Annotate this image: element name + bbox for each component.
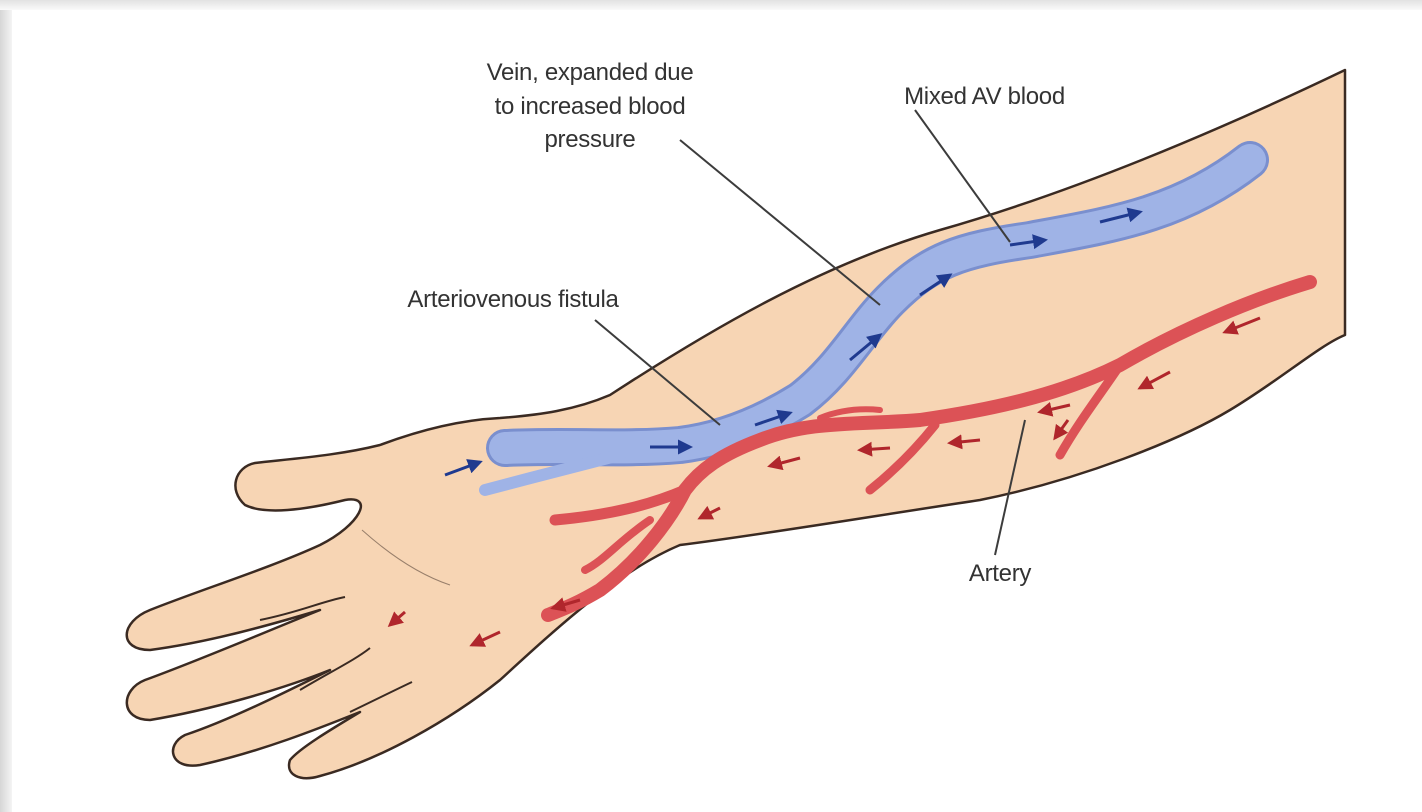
label-artery: Artery bbox=[950, 557, 1050, 591]
label-mixed-av-blood: Mixed AV blood bbox=[862, 80, 1107, 114]
label-arteriovenous-fistula: Arteriovenous fistula bbox=[358, 283, 668, 317]
leader-line-vein bbox=[680, 140, 880, 305]
label-expanded-vein: Vein, expanded due to increased blood pr… bbox=[440, 56, 740, 157]
